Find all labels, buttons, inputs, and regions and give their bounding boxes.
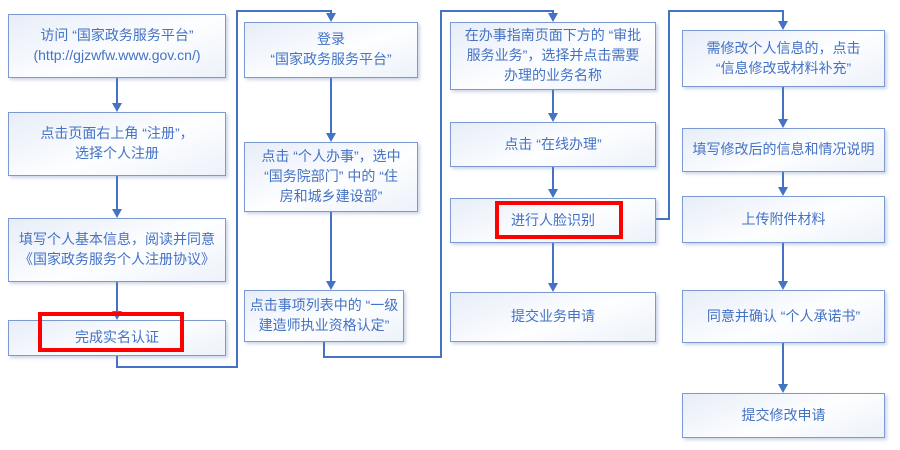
connector-line [330, 10, 332, 14]
connector-line [782, 10, 784, 21]
step-face-recognition-label: 进行人脸识别 [511, 211, 595, 228]
arrow-line [552, 167, 554, 189]
step-visit-platform-label: 访问 “国家政务服务平台” (http://gjzwfw.www.gov.cn/… [33, 27, 201, 63]
step-visit-platform: 访问 “国家政务服务平台” (http://gjzwfw.www.gov.cn/… [8, 14, 226, 78]
step-fill-basic-info-label: 填写个人基本信息，阅读并同意 《国家政务服务个人注册协议》 [19, 231, 215, 267]
arrow-line [782, 172, 784, 187]
step-online-handle-label: 点击 “在线办理” [504, 135, 602, 152]
step-login-platform: 登录 “国家政务服务平台” [244, 22, 418, 78]
arrow-line [782, 343, 784, 384]
step-fill-basic-info: 填写个人基本信息，阅读并同意 《国家政务服务个人注册协议》 [8, 218, 226, 282]
step-submit-business-application-label: 提交业务申请 [511, 308, 595, 325]
connector-line [552, 10, 554, 14]
arrow-down-icon [778, 281, 788, 290]
arrow-line [330, 212, 332, 281]
step-item-list-label: 点击事项列表中的 “一级 建造师执业资格认定” [249, 297, 399, 333]
step-personal-affairs: 点击 “个人办事”，选中 “国务院部门” 中的 “住 房和城乡建设部” [244, 142, 418, 212]
connector-line [656, 218, 670, 220]
connector-line [323, 342, 325, 358]
step-fill-modified-info-label: 填写修改后的信息和情况说明 [692, 141, 875, 158]
arrow-down-icon [326, 281, 336, 290]
arrow-down-icon [778, 119, 788, 128]
step-personal-affairs-label: 点击 “个人办事”，选中 “国务院部门” 中的 “住 房和城乡建设部” [261, 148, 401, 204]
step-modify-info-click-label: 需修改个人信息的，点击 “信息修改或材料补充” [706, 39, 861, 76]
arrow-down-icon [778, 384, 788, 393]
arrow-line [552, 243, 554, 283]
step-submit-modification-label: 提交修改申请 [741, 406, 826, 423]
arrow-line [116, 176, 118, 209]
step-modify-info-click: 需修改个人信息的，点击 “信息修改或材料补充” [682, 30, 885, 87]
connector-line [116, 356, 118, 368]
connector-line [668, 10, 784, 12]
arrow-down-icon [326, 13, 336, 22]
step-confirm-commitment-label: 同意并确认 “个人承诺书” [706, 307, 861, 324]
step-click-register: 点击页面右上角 “注册”， 选择个人注册 [8, 112, 226, 176]
arrow-down-icon [778, 187, 788, 196]
connector-line [116, 366, 238, 368]
connector-line [440, 10, 442, 358]
step-guide-page-select-label: 在办事指南页面下方的 “审批 服务业务”，选择并点击需要 办理的业务名称 [464, 27, 642, 83]
step-online-handle: 点击 “在线办理” [450, 122, 656, 167]
arrow-line [330, 78, 332, 133]
connector-line [668, 10, 670, 220]
arrow-down-icon [326, 133, 336, 142]
connector-line [236, 10, 238, 368]
arrow-down-icon [548, 189, 558, 198]
arrow-down-icon [112, 103, 122, 112]
arrow-line [116, 282, 118, 311]
connector-line [236, 10, 332, 12]
step-submit-business-application: 提交业务申请 [450, 292, 656, 342]
step-guide-page-select: 在办事指南页面下方的 “审批 服务业务”，选择并点击需要 办理的业务名称 [450, 22, 656, 90]
step-confirm-commitment: 同意并确认 “个人承诺书” [682, 290, 885, 343]
arrow-down-icon [548, 13, 558, 22]
step-click-register-label: 点击页面右上角 “注册”， 选择个人注册 [40, 125, 194, 161]
highlight-face-recognition [495, 201, 623, 239]
arrow-line [782, 87, 784, 119]
step-complete-realname-auth-label: 完成实名认证 [75, 329, 159, 346]
step-submit-modification: 提交修改申请 [682, 393, 885, 438]
highlight-realname-auth [38, 312, 184, 352]
arrow-down-icon [548, 113, 558, 122]
arrow-line [116, 78, 118, 103]
connector-line [323, 356, 442, 358]
step-item-list: 点击事项列表中的 “一级 建造师执业资格认定” [244, 290, 404, 342]
step-upload-attachments-label: 上传附件材料 [741, 210, 826, 227]
arrow-down-icon [548, 283, 558, 292]
arrow-down-icon [778, 21, 788, 30]
arrow-line [782, 243, 784, 281]
step-upload-attachments: 上传附件材料 [682, 196, 885, 243]
arrow-down-icon [112, 209, 122, 218]
connector-line [440, 10, 554, 12]
arrow-line [552, 90, 554, 113]
step-login-platform-label: 登录 “国家政务服务平台” [270, 31, 392, 67]
step-fill-modified-info: 填写修改后的信息和情况说明 [682, 128, 885, 172]
